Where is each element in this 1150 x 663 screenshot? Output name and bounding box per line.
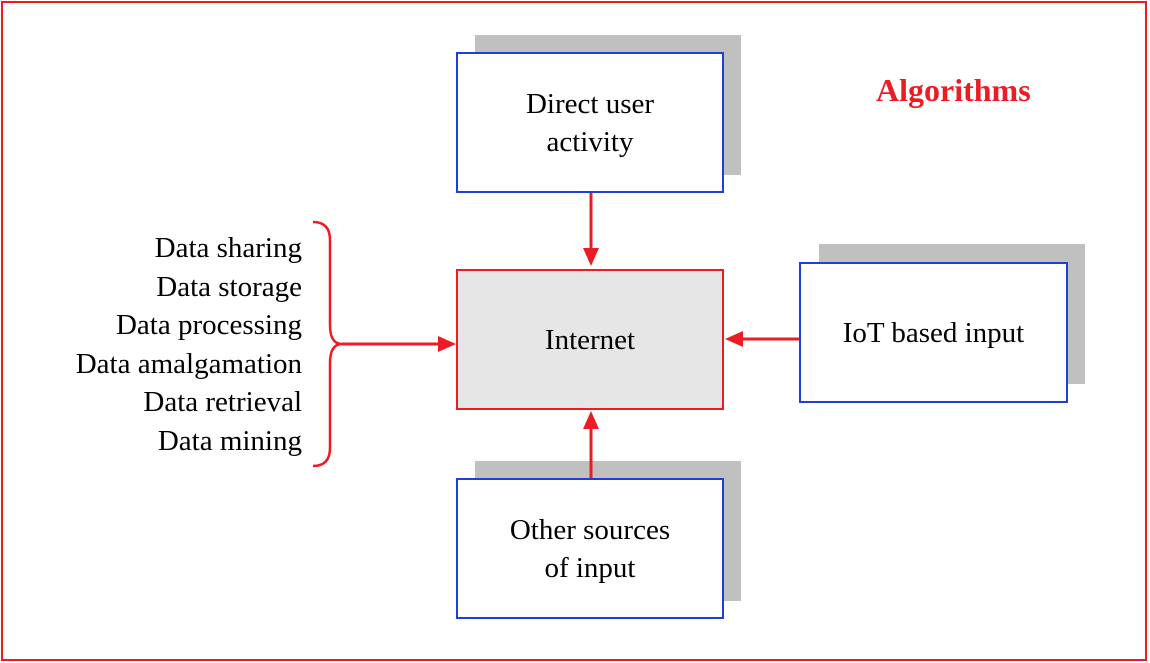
internet-box: Internet	[456, 269, 724, 410]
arrow-brace-to-internet	[342, 336, 456, 352]
list-item: Data processing	[115, 309, 302, 341]
list-item: Data amalgamation	[75, 347, 302, 380]
iot-input-box: IoT based input	[799, 262, 1068, 403]
data-operations-list: Data sharing Data storage Data processin…	[76, 229, 302, 460]
direct-user-activity-box: Direct user activity	[456, 52, 724, 193]
other-sources-label-line2: of input	[544, 551, 636, 584]
curly-brace	[312, 220, 343, 468]
internet-label: Internet	[544, 323, 636, 356]
other-sources-box: Other sources of input	[456, 478, 724, 619]
list-item: Data mining	[157, 424, 302, 457]
direct-user-activity-label-line2: activity	[546, 125, 634, 158]
other-sources-label-line1: Other sources	[509, 513, 671, 546]
list-item: Data sharing	[154, 232, 302, 264]
arrow-top-to-internet	[583, 193, 599, 266]
iot-input-label: IoT based input	[842, 316, 1025, 349]
arrow-iot-to-internet	[725, 331, 799, 347]
list-item: Data retrieval	[143, 386, 302, 418]
diagram-title: Algorithms	[876, 72, 1031, 108]
arrow-bottom-to-internet	[583, 411, 599, 478]
list-item: Data storage	[156, 270, 302, 303]
direct-user-activity-label-line1: Direct user	[525, 87, 655, 120]
